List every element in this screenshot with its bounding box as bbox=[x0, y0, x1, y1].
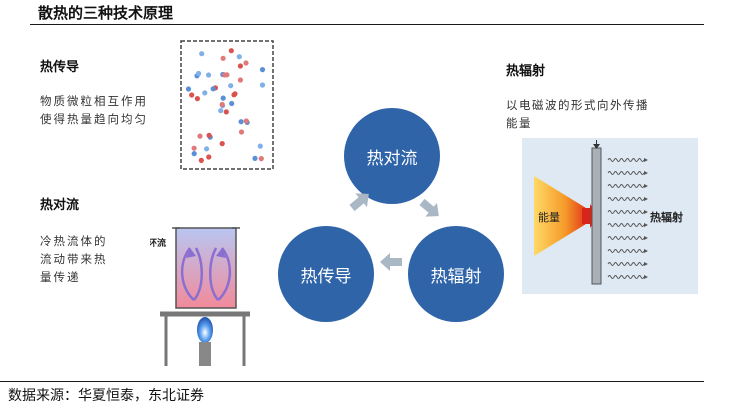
particle bbox=[199, 51, 205, 57]
cycle-node-convection: 热对流 bbox=[344, 108, 440, 204]
radiation-wave-arrowhead bbox=[644, 249, 648, 253]
particle bbox=[237, 63, 243, 69]
convection-desc: 冷热流体的 流动带来热 量传递 bbox=[40, 232, 108, 286]
bottom-rule bbox=[0, 381, 704, 382]
particle-box-illustration bbox=[180, 40, 274, 170]
particle bbox=[194, 96, 200, 102]
radiation-waves bbox=[607, 158, 648, 279]
convection-title: 热对流 bbox=[40, 198, 80, 213]
radiation-wave bbox=[607, 223, 645, 227]
particle bbox=[238, 119, 244, 125]
energy-cone bbox=[534, 176, 586, 256]
particle bbox=[219, 101, 225, 108]
radiation-wave-arrowhead bbox=[644, 262, 648, 266]
particle bbox=[206, 154, 212, 160]
radiation-illustration: 能量 热辐射 bbox=[522, 138, 698, 294]
particle bbox=[223, 109, 229, 115]
particle bbox=[232, 91, 238, 97]
source-note: 数据来源：华夏恒泰，东北证券 bbox=[8, 388, 204, 404]
conduction-desc-line2: 使得热量趋向均匀 bbox=[40, 112, 148, 126]
radiation-wave-arrowhead bbox=[644, 158, 648, 162]
cycle-arrow-to-convection bbox=[349, 193, 369, 212]
radiation-wave-arrowhead bbox=[644, 223, 648, 227]
cycle-arrow-to-radiation bbox=[419, 198, 439, 217]
radiation-wave-arrowhead bbox=[644, 275, 648, 279]
conduction-title: 热传导 bbox=[40, 60, 80, 75]
convection-desc-line2: 流动带来热 bbox=[40, 252, 108, 266]
radiation-wave bbox=[607, 184, 645, 188]
particle bbox=[252, 155, 258, 161]
flow-label: 环流 bbox=[150, 237, 166, 249]
radiation-wave-arrowhead bbox=[644, 210, 648, 214]
beaker bbox=[175, 227, 237, 309]
circulation-loop-left bbox=[181, 247, 203, 301]
particle bbox=[218, 108, 224, 114]
particle bbox=[228, 83, 234, 89]
burner bbox=[199, 342, 211, 366]
particle bbox=[220, 55, 226, 61]
particle bbox=[228, 48, 234, 54]
particle bbox=[220, 95, 226, 101]
cycle-node-conduction: 热传导 bbox=[278, 226, 374, 322]
particle bbox=[243, 118, 249, 124]
radiation-wave bbox=[607, 249, 645, 253]
particle bbox=[189, 92, 195, 98]
radiation-desc-line2: 能量 bbox=[506, 116, 532, 130]
particle bbox=[229, 100, 235, 107]
radiation-wave-arrowhead bbox=[644, 236, 648, 240]
radiation-wave-arrowhead bbox=[644, 184, 648, 188]
radiation-wave bbox=[607, 197, 645, 201]
particle bbox=[258, 156, 264, 162]
radiation-label: 热辐射 bbox=[650, 210, 683, 224]
cycle-arrows bbox=[349, 193, 439, 271]
particle bbox=[206, 132, 212, 138]
particle bbox=[202, 90, 208, 96]
radiation-wave bbox=[607, 262, 645, 266]
flame bbox=[197, 317, 213, 343]
radiation-wave-arrowhead bbox=[644, 171, 648, 175]
particle bbox=[191, 151, 197, 157]
radiating-plate bbox=[591, 147, 602, 285]
energy-label: 能量 bbox=[538, 210, 560, 224]
radiation-wave bbox=[607, 210, 645, 214]
radiation-wave bbox=[607, 171, 645, 175]
particle bbox=[238, 129, 245, 135]
radiation-desc-line1: 以电磁波的形式向外传播 bbox=[506, 98, 649, 112]
page-title: 散热的三种技术原理 bbox=[38, 4, 174, 22]
convection-illustration: 环流 bbox=[150, 227, 250, 366]
particle bbox=[259, 82, 266, 88]
particle bbox=[222, 72, 228, 78]
particle bbox=[237, 77, 243, 83]
particle bbox=[204, 146, 210, 152]
conduction-desc: 物质微粒相互作用 使得热量趋向均匀 bbox=[40, 92, 148, 128]
particles bbox=[185, 48, 266, 163]
particle bbox=[259, 67, 266, 73]
convection-desc-line1: 冷热流体的 bbox=[40, 234, 108, 248]
radiation-title: 热辐射 bbox=[506, 64, 546, 79]
radiation-wave-arrowhead bbox=[644, 197, 648, 201]
cycle-arrow-to-conduction bbox=[380, 253, 402, 271]
radiation-wave bbox=[607, 158, 645, 162]
particle bbox=[257, 143, 263, 149]
particle bbox=[219, 141, 225, 147]
particle bbox=[191, 145, 197, 151]
radiation-desc: 以电磁波的形式向外传播 能量 bbox=[506, 96, 649, 132]
convection-desc-line3: 量传递 bbox=[40, 270, 81, 284]
circulation-loop-right bbox=[209, 247, 231, 301]
radiation-wave bbox=[607, 236, 645, 240]
conduction-desc-line1: 物质微粒相互作用 bbox=[40, 94, 148, 108]
particle bbox=[236, 54, 242, 60]
particle bbox=[185, 86, 192, 92]
particle bbox=[197, 133, 203, 139]
particle bbox=[206, 72, 212, 78]
particle bbox=[243, 60, 249, 66]
particle bbox=[210, 86, 216, 92]
particle bbox=[196, 70, 202, 77]
cycle-node-radiation: 热辐射 bbox=[408, 226, 504, 322]
top-rule bbox=[30, 24, 704, 25]
circulation-arrowhead-right bbox=[216, 248, 226, 258]
radiation-wave bbox=[607, 275, 645, 279]
particle bbox=[198, 157, 204, 163]
circulation-arrowhead-left bbox=[186, 248, 196, 258]
